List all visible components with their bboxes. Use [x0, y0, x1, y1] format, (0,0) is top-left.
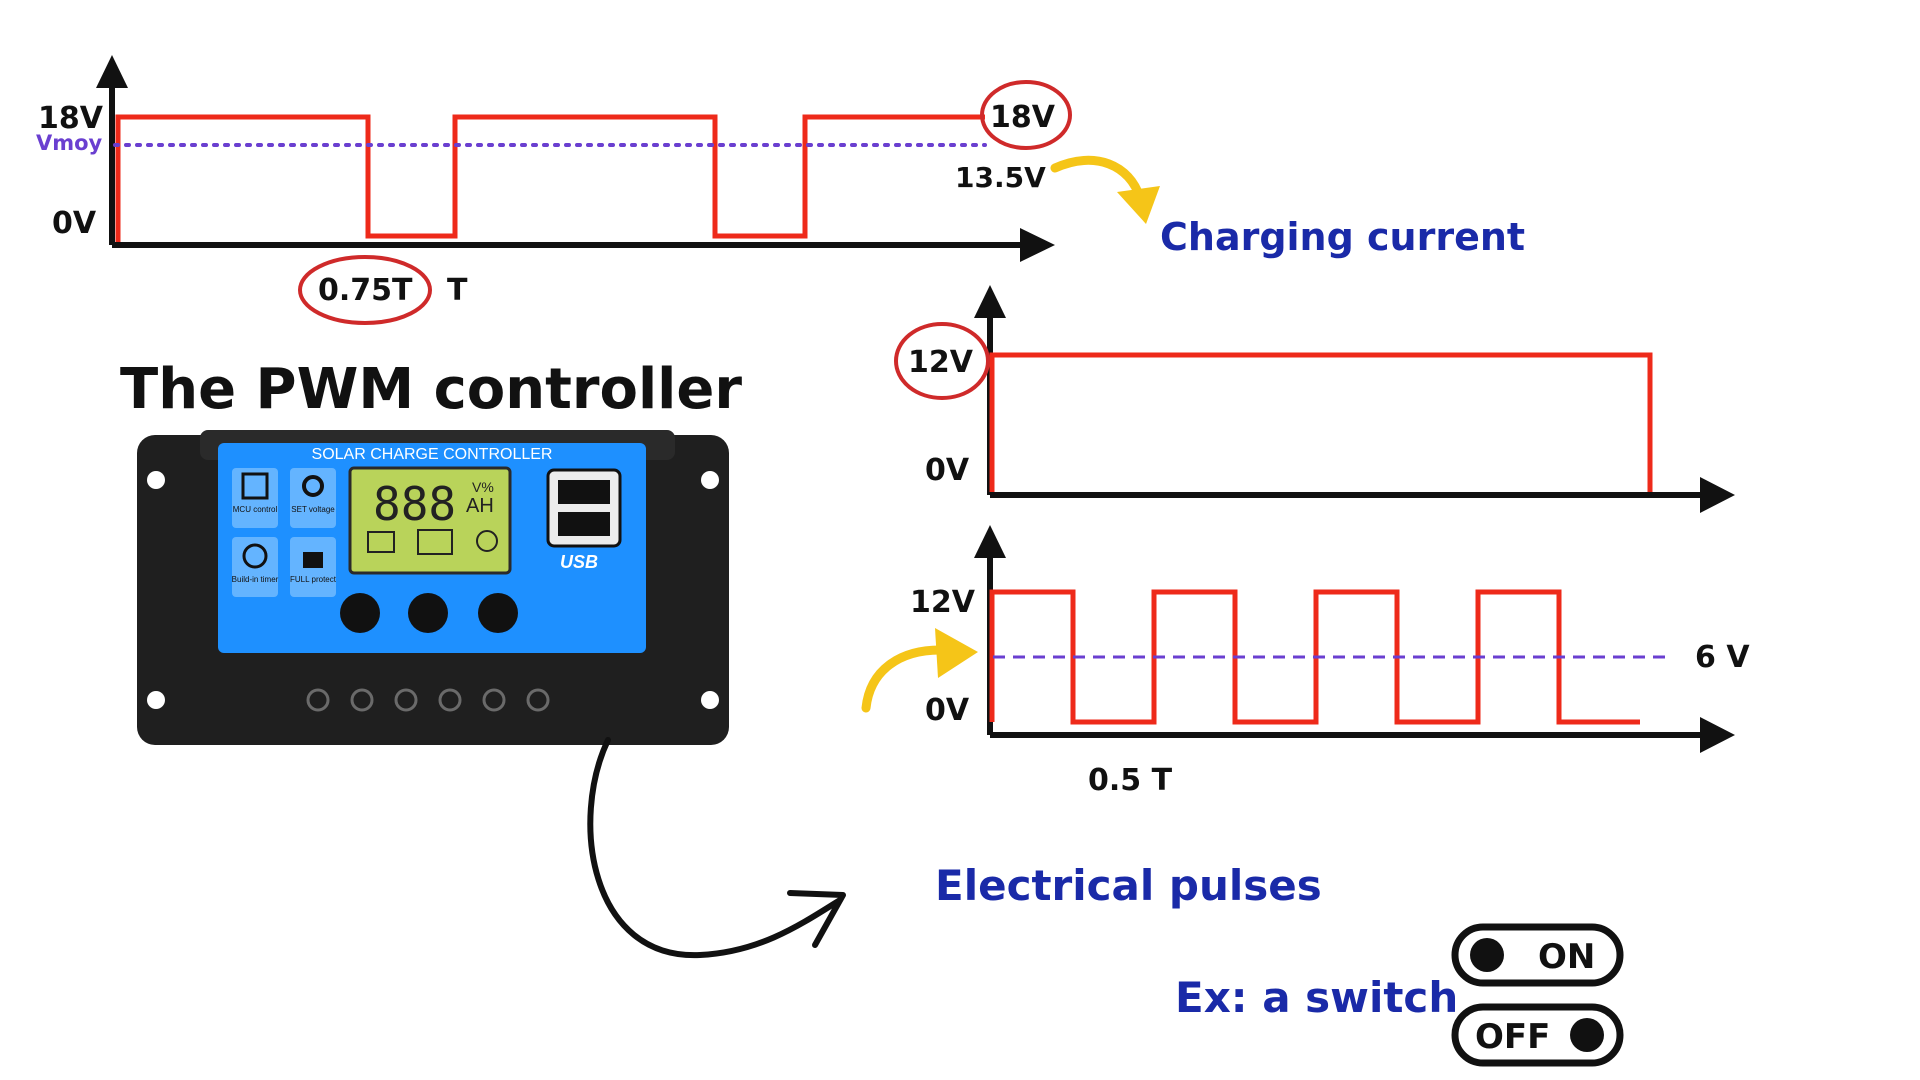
timer-icon-label: Build-in timer [232, 575, 279, 584]
end-18v-circle-mark [980, 80, 1072, 150]
set-icon-label: SET voltage [291, 505, 335, 514]
device-header: SOLAR CHARGE CONTROLLER [312, 446, 553, 463]
bot-label-avg: 6 V [1695, 640, 1750, 675]
switch-knob-icon [1470, 938, 1504, 972]
switch-off-label: OFF [1475, 1017, 1550, 1057]
lcd-unit-bottom: AH [466, 495, 494, 517]
middle-graph: 12V 0V [894, 285, 1735, 513]
mount-hole [701, 691, 719, 709]
switch-example-label: Ex: a switch [1175, 973, 1458, 1022]
switch-off: OFF [1451, 1003, 1624, 1067]
mcu-icon-label: MCU control [233, 505, 278, 514]
top-pwm-waveform [115, 114, 985, 242]
lcd-digits: 888 [373, 477, 456, 531]
usb-label: USB [560, 552, 598, 572]
mid-pwm-waveform [989, 352, 1653, 492]
mount-hole [147, 691, 165, 709]
bottom-graph: 12V 0V 6 V 0.5 T [910, 525, 1750, 798]
top-label-period: T [447, 273, 468, 308]
lcd-bulb-icon [476, 530, 498, 552]
mid-label-0v: 0V [925, 453, 970, 488]
switch-on: ON [1451, 923, 1624, 987]
bot-label-12v: 12V [910, 585, 976, 620]
black-curved-arrow [587, 737, 846, 959]
top-end-label-avg: 13.5V [955, 161, 1046, 194]
page-title: The PWM controller [120, 357, 742, 422]
gear-icon [290, 468, 336, 528]
mid-x-arrowhead [1700, 477, 1735, 513]
electrical-pulses-label: Electrical pulses [935, 861, 1322, 910]
bot-pwm-waveform [989, 589, 1640, 725]
bot-x-arrowhead [1700, 717, 1735, 753]
bot-label-duty: 0.5 T [1088, 763, 1173, 798]
full-icon-label: FULL protect [290, 575, 337, 584]
mount-hole [701, 471, 719, 489]
top-x-arrowhead [1020, 228, 1055, 262]
yellow-arrow-average [861, 628, 978, 713]
mid-label-12v: 12V [908, 345, 974, 380]
duty-circle-mark [298, 255, 432, 325]
down-button[interactable] [478, 593, 518, 633]
mount-hole [147, 471, 165, 489]
top-label-0v: 0V [52, 206, 97, 241]
menu-button[interactable] [340, 593, 380, 633]
switch-on-label: ON [1538, 937, 1595, 977]
switch-knob-icon [1570, 1018, 1604, 1052]
top-label-vmoy: Vmoy [36, 131, 103, 155]
bot-label-0v: 0V [925, 693, 970, 728]
top-graph: 18V Vmoy 0V 0.75T T 18V 13.5V [36, 55, 1072, 325]
top-end-label-18v: 18V [990, 100, 1056, 135]
lcd-screen [348, 466, 512, 575]
yellow-arrow-charging [1050, 155, 1160, 224]
lcd-battery-icon [417, 529, 453, 555]
top-label-18v: 18V [38, 101, 104, 136]
top-y-arrowhead [96, 55, 128, 88]
lcd-unit-top: V% [472, 479, 494, 495]
top-label-duty: 0.75T [318, 273, 413, 308]
bot-y-arrowhead [974, 525, 1006, 558]
charging-current-label: Charging current [1160, 215, 1525, 259]
terminal-row [306, 688, 550, 712]
mid-12v-circle-mark [894, 322, 990, 400]
lcd-solar-panel-icon [367, 531, 395, 553]
mid-y-arrowhead [974, 285, 1006, 318]
solar-charge-controller-device: SOLAR CHARGE CONTROLLER MCU control SET … [137, 430, 729, 745]
up-button[interactable] [408, 593, 448, 633]
